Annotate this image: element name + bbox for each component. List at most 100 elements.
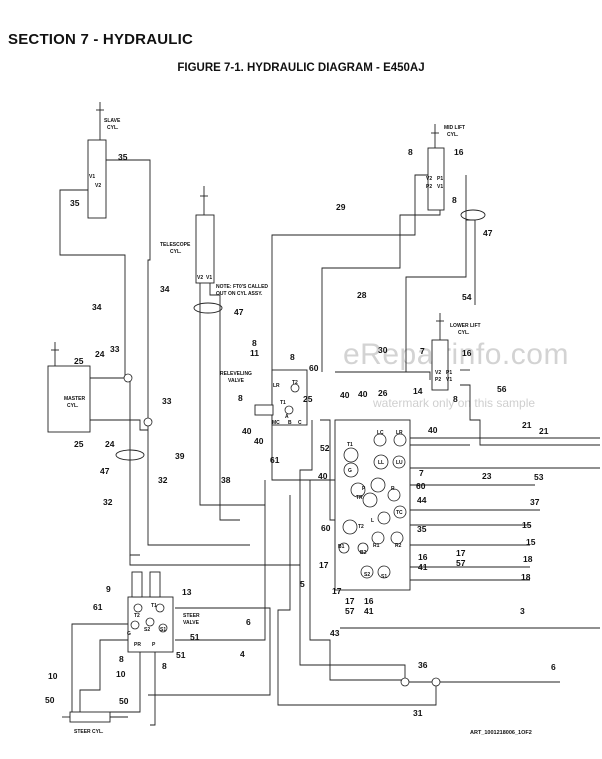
callout-c30: 30: [378, 345, 388, 355]
svg-text:P1: P1: [446, 370, 452, 376]
callout-c40b: 40: [358, 389, 368, 399]
slave-cylinder: V1 V2 SLAVE CYL.: [87, 102, 121, 219]
callout-c35b: 35: [70, 198, 80, 208]
callout-c7a: 7: [420, 346, 425, 356]
svg-text:G: G: [348, 468, 352, 474]
svg-text:V2: V2: [197, 275, 203, 281]
callout-c14: 14: [413, 386, 423, 396]
hose-release-50: [320, 419, 335, 521]
hose-lower-lift-v1: [460, 384, 600, 446]
svg-text:S1: S1: [160, 627, 166, 633]
hose-6-steer: [148, 607, 271, 696]
svg-text:TC: TC: [396, 510, 403, 516]
svg-text:T1: T1: [280, 400, 286, 406]
art-reference: ART_1001218006_1OF2: [470, 730, 532, 736]
svg-text:P: P: [152, 642, 156, 648]
fitting-31: [431, 677, 441, 687]
callout-c40a: 40: [340, 390, 350, 400]
callout-c56: 56: [497, 384, 507, 394]
svg-text:NOTE: FT0'S CALLED: NOTE: FT0'S CALLED: [216, 284, 268, 290]
callout-c40e: 40: [428, 425, 438, 435]
callout-c16b: 16: [462, 348, 472, 358]
callout-c8e: 8: [453, 394, 458, 404]
callout-c52: 52: [320, 443, 330, 453]
svg-text:LC: LC: [377, 430, 384, 436]
callout-c57a: 57: [456, 558, 466, 568]
hose-28: [321, 200, 441, 372]
callout-c5: 5: [300, 579, 305, 589]
svg-text:S2: S2: [364, 572, 370, 578]
svg-text:V1: V1: [206, 275, 212, 281]
callout-c47c: 47: [100, 466, 110, 476]
svg-text:T1: T1: [347, 442, 353, 448]
hose-4: [175, 610, 266, 641]
callout-c57b: 57: [345, 606, 355, 616]
callout-c47b: 47: [234, 307, 244, 317]
svg-text:S2: S2: [144, 627, 150, 633]
fitting-33-top: [123, 373, 133, 383]
svg-text:P2: P2: [426, 184, 432, 190]
callout-c16c: 16: [418, 552, 428, 562]
hose-master-bottom: [90, 419, 148, 431]
watermark-text: eRepairinfo.com: [343, 338, 569, 371]
svg-text:G: G: [127, 631, 131, 637]
figure-title: FIGURE 7-1. HYDRAULIC DIAGRAM - E450AJ: [177, 62, 425, 74]
cyl-note: NOTE: FT0'S CALLED OUT ON CYL ASSY.: [216, 284, 268, 297]
callout-c25c: 25: [74, 439, 84, 449]
hose-10b: [110, 650, 141, 713]
svg-text:A: A: [285, 414, 289, 420]
callout-c21a: 21: [522, 420, 532, 430]
callout-c9: 9: [106, 584, 111, 594]
svg-text:STEER: STEER: [183, 613, 200, 619]
callout-c13: 13: [182, 587, 192, 597]
callout-c39: 39: [175, 451, 185, 461]
svg-text:LR: LR: [273, 383, 280, 389]
svg-text:RELEVELING: RELEVELING: [220, 371, 252, 377]
callout-c16a: 16: [454, 147, 464, 157]
svg-text:S1: S1: [381, 574, 387, 580]
callout-c51a: 51: [190, 632, 200, 642]
svg-text:T2: T2: [292, 380, 298, 386]
hose-slave-down: [129, 555, 300, 566]
svg-text:P: P: [362, 486, 366, 492]
section-title: SECTION 7 - HYDRAULIC: [8, 31, 194, 48]
telescope-cylinder: V2 V1 TELESCOPE CYL.: [160, 186, 215, 284]
hose-bundle-47-left: [115, 449, 145, 461]
svg-text:CYL.: CYL.: [447, 132, 459, 138]
svg-text:T2: T2: [358, 524, 364, 530]
svg-text:CYL.: CYL.: [458, 330, 470, 336]
svg-text:MASTER: MASTER: [64, 396, 86, 402]
callout-c17b: 17: [319, 560, 329, 570]
callout-c18a: 18: [523, 554, 533, 564]
callout-c24b: 24: [105, 439, 115, 449]
callout-c24a: 24: [95, 349, 105, 359]
callout-c35c: 35: [417, 524, 427, 534]
callout-c51b: 51: [176, 650, 186, 660]
releveling-valve: LR T2 T1 A MC B C RELEVELING VALVE: [220, 369, 308, 426]
master-cylinder: MASTER CYL.: [47, 342, 91, 433]
hose-38-39: [199, 282, 265, 506]
svg-text:R1: R1: [373, 543, 380, 549]
callout-c25b: 25: [303, 394, 313, 404]
callout-c61a: 61: [270, 455, 280, 465]
callout-c40f: 40: [318, 471, 328, 481]
svg-text:TELESCOPE: TELESCOPE: [160, 242, 191, 248]
callout-c47a: 47: [483, 228, 493, 238]
svg-text:CYL.: CYL.: [170, 249, 182, 255]
svg-text:VALVE: VALVE: [228, 378, 245, 384]
callout-c16d: 16: [364, 596, 374, 606]
callout-c34a: 34: [92, 302, 102, 312]
svg-text:LOWER LIFT: LOWER LIFT: [450, 323, 481, 329]
callout-c35a: 35: [118, 152, 128, 162]
callout-c50b: 50: [119, 696, 129, 706]
hose-telescope-v1: [209, 282, 240, 521]
svg-text:CYL.: CYL.: [107, 125, 119, 131]
svg-text:V1: V1: [446, 377, 452, 383]
callout-c11: 11: [250, 348, 259, 358]
callout-c8g: 8: [119, 654, 124, 664]
svg-text:T1: T1: [151, 603, 157, 609]
hose-lines: [59, 159, 600, 726]
callout-c17c: 17: [332, 586, 342, 596]
callout-c8c: 8: [252, 338, 257, 348]
